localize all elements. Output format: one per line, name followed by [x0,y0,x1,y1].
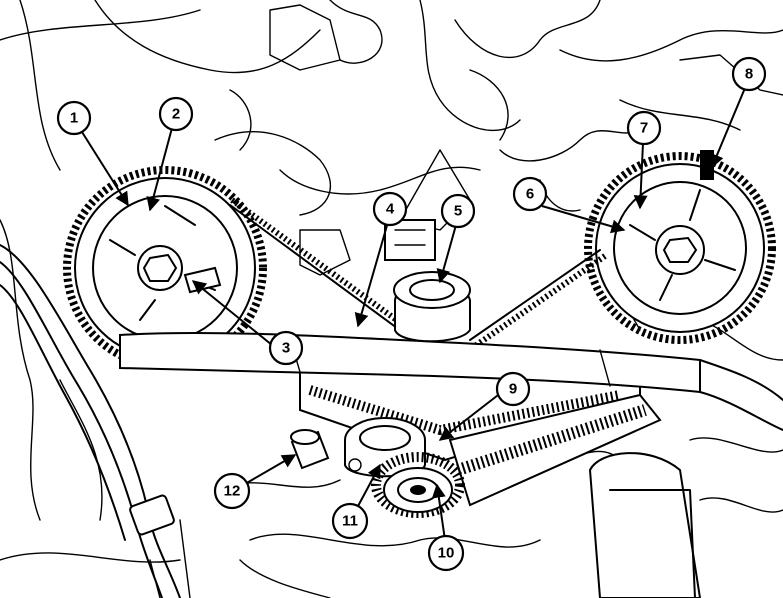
sprocket-bolt [662,236,698,263]
callout-2: 2 [158,96,194,132]
callout-7-label: 7 [640,120,648,137]
callout-leaders [81,87,746,541]
crankshaft-sprocket [371,452,465,518]
harness-clip [129,494,175,536]
callout-10: 10 [427,534,465,572]
left-camshaft-sprocket [63,166,267,370]
sensor-cylinder [290,429,362,472]
callout-2-label: 2 [172,106,180,123]
callout-4: 4 [372,191,408,227]
callout-6-label: 6 [526,186,534,203]
tensioner-bracket [384,219,436,261]
callout-4-label: 4 [386,201,395,218]
callout-12: 12 [213,472,251,510]
callout-12-label: 12 [224,483,241,500]
callout-11: 11 [331,502,369,540]
water-pump [384,219,471,343]
callout-7: 7 [626,110,662,146]
wire-harness [0,244,181,598]
callout-5-label: 5 [454,203,462,220]
callout-3: 3 [268,330,304,366]
callout-6: 6 [512,176,548,212]
callout-5: 5 [440,193,476,229]
lower-right-cover [588,452,702,598]
sprocket-bolt [142,253,178,282]
idler-pulley [344,417,426,478]
callout-8-label: 8 [745,66,753,83]
callout-10-label: 10 [438,545,455,562]
callout-9: 9 [495,371,531,407]
callout-9-label: 9 [509,381,517,398]
callout-3-label: 3 [282,340,290,357]
right-camshaft-sprocket [584,150,776,344]
callout-8: 8 [731,56,767,92]
callout-11-label: 11 [342,513,358,530]
callout-1: 1 [56,100,92,136]
callout-1-label: 1 [70,110,78,127]
